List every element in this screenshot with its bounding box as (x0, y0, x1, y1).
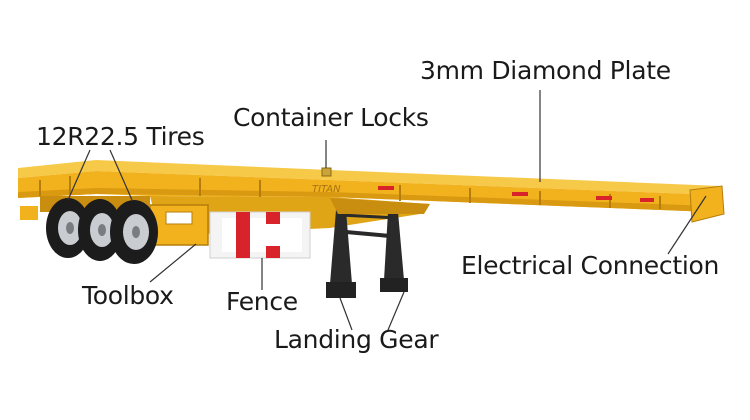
landing-gear (326, 210, 408, 298)
tire-3 (110, 200, 158, 264)
leader-electrical (667, 195, 707, 255)
label-fence: Fence (226, 287, 298, 316)
label-container-locks: Container Locks (233, 103, 429, 132)
reflector-strips (378, 186, 654, 202)
label-diamond-plate: 3mm Diamond Plate (420, 56, 671, 85)
leader-landing-1 (339, 297, 353, 331)
label-electrical-connection: Electrical Connection (461, 251, 720, 280)
fence (209, 211, 311, 259)
deck-rail-shade (18, 188, 712, 212)
tires (20, 198, 158, 264)
leader-lines (67, 90, 707, 331)
leader-tires-1 (67, 149, 91, 201)
deck-top-surface (18, 160, 720, 195)
leader-tires-2 (109, 149, 133, 201)
leader-toolbox (149, 243, 197, 283)
label-landing-gear: Landing Gear (274, 325, 439, 354)
trailer-brand-text: TITAN (312, 184, 341, 195)
leader-landing-2 (387, 291, 405, 331)
gooseneck-support (330, 198, 430, 214)
label-toolbox: Toolbox (82, 281, 174, 310)
mudguard-stay (20, 206, 38, 220)
tire-1 (46, 198, 90, 258)
tire-2 (78, 199, 122, 261)
toolbox (149, 204, 209, 246)
rear-bumper (689, 185, 725, 223)
container-lock (321, 167, 332, 177)
label-tires: 12R22.5 Tires (36, 122, 205, 151)
